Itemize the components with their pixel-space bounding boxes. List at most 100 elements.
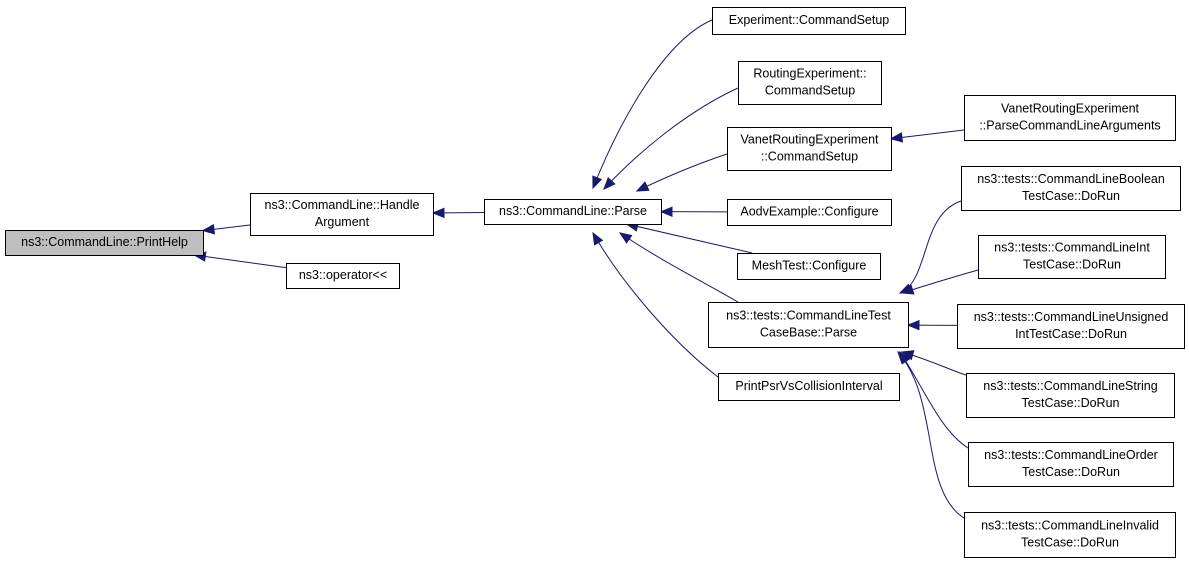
node-box (966, 373, 1175, 418)
node-label-line: TestCase::DoRun (1023, 258, 1121, 272)
edge-line (899, 200, 962, 294)
edge-testcasebase-to-parse (618, 232, 739, 303)
node-printhelp[interactable]: ns3::CommandLine::PrintHelp (5, 230, 204, 256)
edge-line (626, 223, 753, 254)
node-operator[interactable]: ns3::operator<< (286, 263, 400, 289)
node-experiment[interactable]: Experiment::CommandSetup (712, 7, 906, 35)
node-invalidtest[interactable]: ns3::tests::CommandLineInvalidTestCase::… (964, 512, 1176, 558)
node-box (708, 302, 909, 348)
node-box (727, 127, 892, 171)
node-label-line: Argument (315, 215, 370, 229)
edge-arrowhead (592, 231, 604, 246)
edge-stringtest-to-testcasebase (900, 350, 967, 376)
node-printpsr[interactable]: PrintPsrVsCollisionInterval (718, 373, 900, 401)
node-box (484, 199, 662, 225)
node-label-line: CommandSetup (765, 84, 855, 98)
node-label-line: ns3::tests::CommandLineTest (726, 309, 891, 323)
node-unsignedtest[interactable]: ns3::tests::CommandLineUnsignedIntTestCa… (957, 304, 1185, 349)
node-label-line: CaseBase::Parse (760, 326, 857, 340)
node-label-line: TestCase::DoRun (1021, 536, 1119, 550)
edge-arrowhead (906, 319, 920, 331)
edge-arrowhead (659, 206, 673, 217)
node-routingexp[interactable]: RoutingExperiment::CommandSetup (738, 61, 882, 105)
node-vanetsetup[interactable]: VanetRoutingExperiment::CommandSetup (727, 127, 892, 171)
node-booleantest[interactable]: ns3::tests::CommandLineBooleanTestCase::… (961, 166, 1181, 211)
node-label-line: ::ParseCommandLineArguments (979, 119, 1160, 133)
node-meshtest[interactable]: MeshTest::Configure (737, 253, 881, 280)
node-stringtest[interactable]: ns3::tests::CommandLineStringTestCase::D… (966, 373, 1175, 418)
edge-parse-to-handleargument (431, 207, 485, 219)
edge-unsignedtest-to-testcasebase (906, 319, 958, 331)
node-label-line: ::CommandSetup (761, 150, 858, 164)
node-label-line: ns3::CommandLine::Parse (499, 204, 647, 218)
node-box (737, 253, 881, 280)
node-box (727, 199, 892, 226)
edge-routingexp-to-parse (603, 87, 739, 190)
node-label-line: AodvExample::Configure (740, 205, 878, 219)
node-box (978, 235, 1166, 279)
edge-arrowhead (897, 351, 910, 365)
node-label-line: PrintPsrVsCollisionInterval (735, 379, 882, 393)
node-label-line: RoutingExperiment:: (753, 67, 866, 81)
node-box (250, 193, 434, 236)
edge-line (592, 232, 719, 378)
node-testcasebase[interactable]: ns3::tests::CommandLineTestCaseBase::Par… (708, 302, 909, 348)
node-label-line: TestCase::DoRun (1022, 189, 1120, 203)
node-label-line: Experiment::CommandSetup (729, 13, 890, 27)
node-parse[interactable]: ns3::CommandLine::Parse (484, 199, 662, 225)
edge-inttest-to-testcasebase (900, 269, 979, 295)
edge-vanetparse-to-vanetsetup (889, 129, 965, 143)
node-ordertest[interactable]: ns3::tests::CommandLineOrderTestCase::Do… (968, 442, 1174, 487)
edge-booleantest-to-testcasebase (898, 200, 962, 294)
node-label-line: MeshTest::Configure (752, 259, 867, 273)
node-label-line: ns3::tests::CommandLineUnsigned (974, 310, 1169, 324)
edge-meshtest-to-parse (625, 221, 753, 254)
node-aodv[interactable]: AodvExample::Configure (727, 199, 892, 226)
node-box (286, 263, 400, 289)
node-box (964, 512, 1176, 558)
edge-line (619, 232, 739, 303)
node-label-line: TestCase::DoRun (1022, 396, 1120, 410)
node-label-line: VanetRoutingExperiment (1001, 102, 1140, 116)
node-label-line: VanetRoutingExperiment (740, 133, 879, 147)
edge-handleargument-to-printhelp (201, 224, 251, 235)
edge-arrowhead (889, 132, 904, 143)
node-box (957, 304, 1185, 349)
edge-line (899, 351, 969, 449)
edge-experiment-to-parse (592, 19, 713, 190)
node-label-line: ns3::tests::CommandLineBoolean (977, 172, 1165, 186)
edge-operator-to-printhelp (193, 251, 287, 269)
node-box (968, 442, 1174, 487)
edge-arrowhead (635, 181, 650, 192)
node-box (5, 230, 204, 256)
edge-ordertest-to-testcasebase (899, 350, 969, 449)
edge-line (603, 87, 739, 190)
edge-printpsr-to-parse (592, 231, 719, 378)
node-label-line: ns3::CommandLine::PrintHelp (21, 235, 188, 249)
node-label-line: ns3::tests::CommandLineInt (994, 241, 1150, 255)
edge-arrowhead (900, 284, 915, 295)
node-label-line: ns3::CommandLine::Handle (265, 198, 420, 212)
edge-arrowhead (618, 232, 633, 244)
edge-arrowhead (201, 224, 216, 235)
edge-line (592, 19, 713, 189)
edge-arrowhead (900, 350, 915, 361)
node-vanetparse[interactable]: VanetRoutingExperiment::ParseCommandLine… (964, 95, 1176, 141)
edge-arrowhead (431, 207, 445, 219)
node-box (718, 373, 900, 401)
edge-invalidtest-to-testcasebase (897, 351, 965, 519)
node-inttest[interactable]: ns3::tests::CommandLineIntTestCase::DoRu… (978, 235, 1166, 279)
node-label-line: ns3::operator<< (299, 268, 387, 282)
edge-vanetsetup-to-parse (635, 153, 728, 192)
node-label-line: ns3::tests::CommandLineOrder (984, 448, 1158, 462)
edge-line (897, 351, 965, 519)
edges (193, 19, 979, 519)
edge-line (194, 254, 287, 269)
node-box (712, 7, 906, 35)
edge-arrowhead (592, 175, 603, 190)
nodes: ns3::CommandLine::PrintHelp ns3::CommandL… (5, 7, 1185, 558)
node-box (964, 95, 1176, 141)
edge-aodv-to-parse (659, 206, 728, 217)
